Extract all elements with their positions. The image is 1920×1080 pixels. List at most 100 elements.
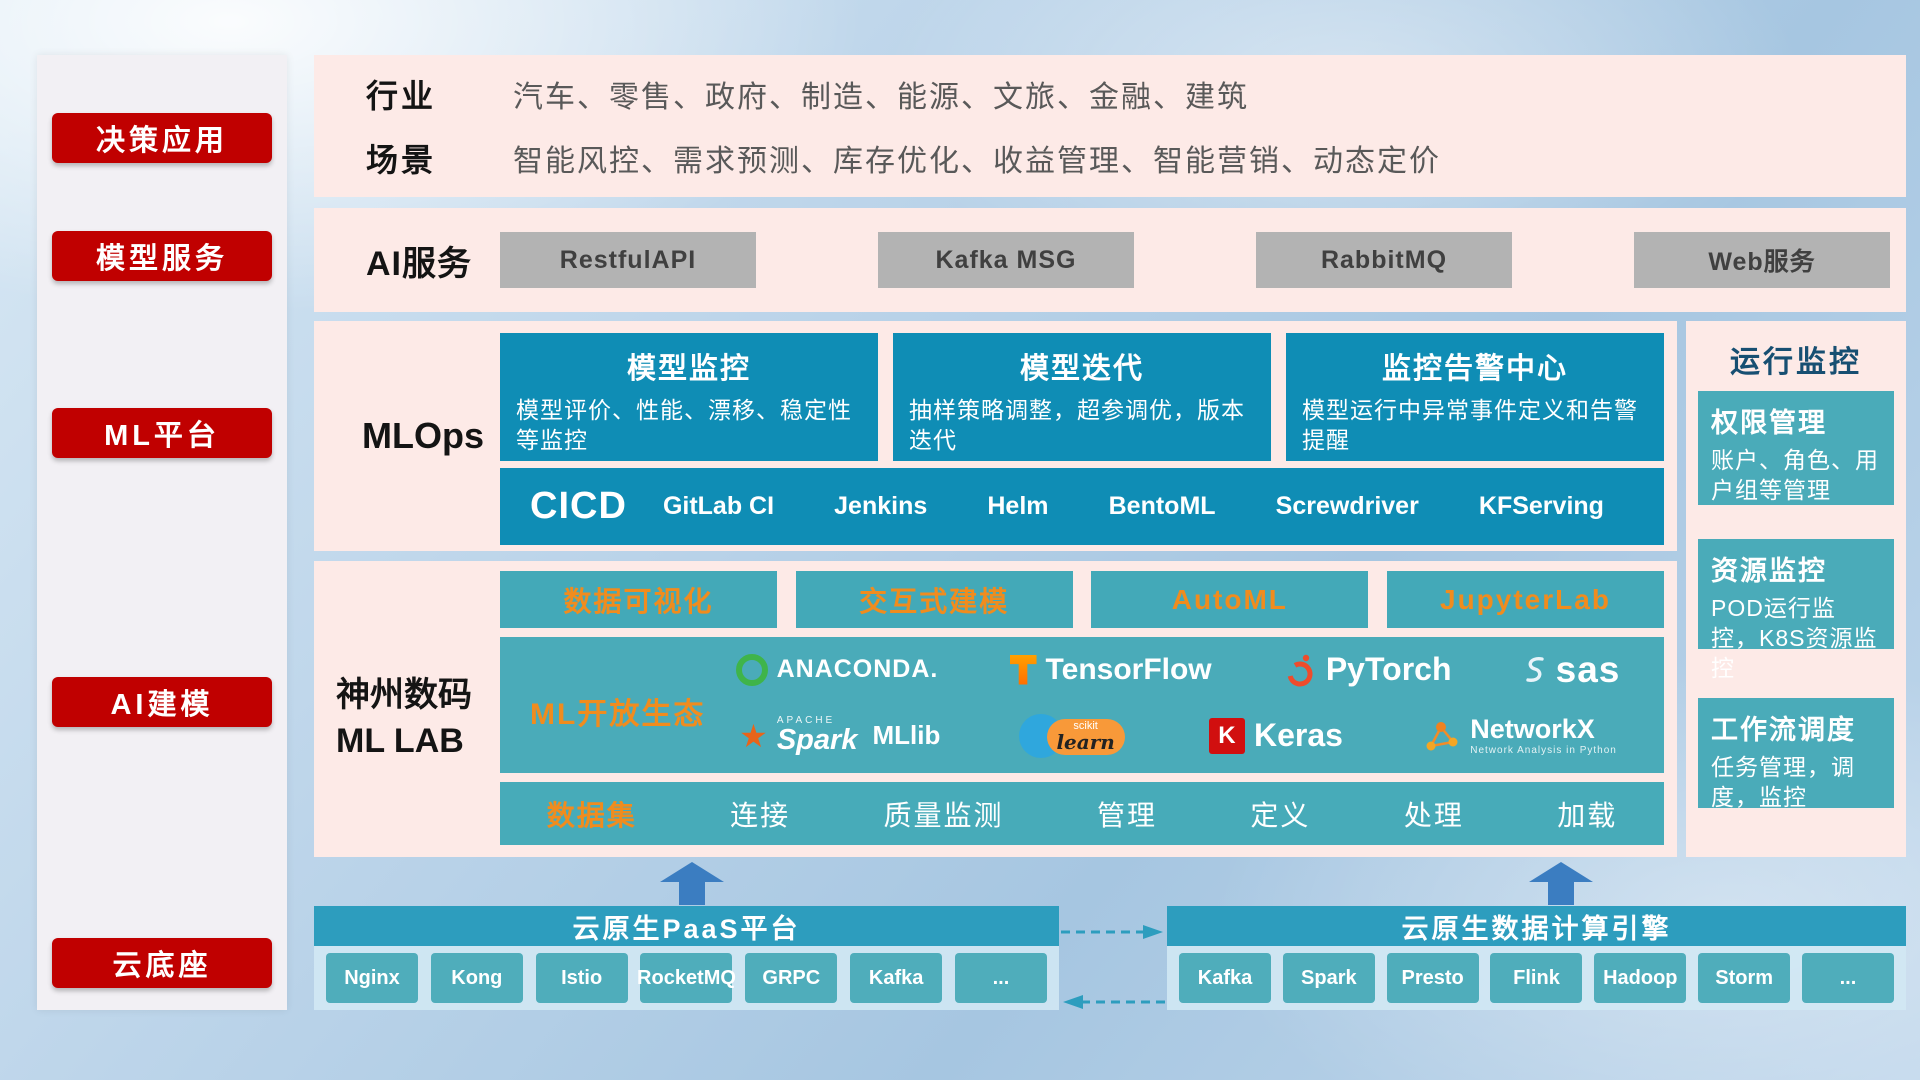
- dataset-item-define: 定义: [1250, 799, 1311, 831]
- runtime-monitor-panel: 运行监控 权限管理 账户、角色、用户组等管理 资源监控 POD运行监控，K8S资…: [1686, 321, 1906, 857]
- pytorch-logo: PyTorch: [1283, 651, 1452, 688]
- model-iteration-desc: 抽样策略调整，超参调优，版本迭代: [909, 397, 1245, 454]
- tensorflow-logo: TensorFlow: [1009, 652, 1212, 687]
- cicd-item-kfserving: KFServing: [1478, 492, 1604, 520]
- data-engine-title: 云原生数据计算引擎: [1401, 913, 1672, 944]
- workflow-card: 工作流调度 任务管理，调度，监控: [1698, 698, 1894, 810]
- dataset-item-quality: 质量监测: [883, 799, 1004, 831]
- up-arrow-right-stem: [1548, 882, 1574, 905]
- engine-chip-row: Kafka Spark Presto Flink Hadoop Storm ..…: [1167, 946, 1906, 1010]
- paas-chip-rocketmq: RocketMQ: [637, 953, 736, 1003]
- logo-grid: ANACONDA. TensorFlow PyTorch: [700, 639, 1656, 771]
- spark-wordmark: APACHE Spark: [777, 716, 858, 755]
- dataset-item-load: 加载: [1557, 799, 1618, 831]
- engine-chip-hadoop: Hadoop: [1594, 953, 1687, 1003]
- dashed-arrow-left-head: [1063, 995, 1083, 1009]
- sas-text: sas: [1555, 648, 1621, 690]
- cicd-item-helm: Helm: [987, 492, 1049, 520]
- cicd-bar: CICD GitLab CI Jenkins Helm BentoML Scre…: [500, 468, 1664, 545]
- logo-row-1: ANACONDA. TensorFlow PyTorch: [700, 649, 1656, 691]
- data-viz-chip: 数据可视化: [500, 571, 777, 628]
- ml-ecosystem-label: ML开放生态: [530, 698, 706, 731]
- dataset-bar: 数据集 连接 质量监测 管理 定义 处理 加载: [500, 782, 1664, 845]
- mlops-card-row: 模型监控 模型评价、性能、漂移、稳定性等监控 模型迭代 抽样策略调整，超参调优，…: [500, 333, 1664, 461]
- paas-chip-grpc: GRPC: [745, 953, 838, 1003]
- keras-logo: K Keras: [1208, 717, 1343, 754]
- workflow-desc: 任务管理，调度，监控: [1711, 754, 1855, 810]
- tensorflow-text: TensorFlow: [1045, 652, 1212, 686]
- industry-line: 行业 汽车、零售、政府、制造、能源、文旅、金融、建筑: [314, 71, 1906, 117]
- permission-card: 权限管理 账户、角色、用户组等管理: [1698, 391, 1894, 505]
- sas-logo: sas: [1523, 649, 1621, 691]
- keras-icon: K: [1208, 717, 1245, 754]
- sidebar-item-cloud-base: 云底座: [52, 938, 272, 988]
- ml-ecosystem-box: ML开放生态 ANACONDA. TensorFlow: [500, 637, 1664, 773]
- spark-mllib-logo: ★ APACHE Spark MLlib: [739, 716, 940, 755]
- dataset-item-connect: 连接: [730, 799, 791, 831]
- resource-monitor-desc: POD运行监控，K8S资源监控: [1711, 595, 1878, 681]
- pytorch-text: PyTorch: [1325, 651, 1452, 687]
- dataset-label: 数据集: [546, 799, 637, 831]
- networkx-icon: [1426, 721, 1458, 750]
- scene-label: 场景: [366, 142, 437, 178]
- spark-star-icon: ★: [739, 717, 768, 754]
- dataset-item-manage: 管理: [1096, 799, 1157, 831]
- jupyterlab-chip: JupyterLab: [1386, 571, 1664, 628]
- mllab-title-line2: ML LAB: [336, 721, 464, 760]
- mlops-label: MLOps: [362, 415, 484, 456]
- ai-service-chip-row: RestfulAPI Kafka MSG RabbitMQ Web服务: [500, 232, 1890, 288]
- up-arrow-left-head: [660, 862, 724, 882]
- resource-monitor-card: 资源监控 POD运行监控，K8S资源监控: [1698, 539, 1894, 681]
- paas-chip-more: ...: [954, 953, 1047, 1003]
- model-monitor-card: 模型监控 模型评价、性能、漂移、稳定性等监控: [500, 333, 878, 461]
- cicd-label: CICD: [530, 485, 627, 527]
- up-arrow-right: [1529, 862, 1593, 905]
- scikit-learn-logo: scikit learn: [1018, 710, 1131, 762]
- engine-chip-flink: Flink: [1490, 953, 1583, 1003]
- paas-chip-kong: Kong: [430, 953, 523, 1003]
- model-iteration-card: 模型迭代 抽样策略调整，超参调优，版本迭代: [893, 333, 1271, 461]
- engine-chip-presto: Presto: [1386, 953, 1479, 1003]
- scikit-text: scikit: [1073, 720, 1098, 732]
- model-monitor-desc: 模型评价、性能、漂移、稳定性等监控: [516, 397, 852, 454]
- permission-desc: 账户、角色、用户组等管理: [1711, 447, 1879, 503]
- paas-chip-row: Nginx Kong Istio RocketMQ GRPC Kafka ...: [314, 946, 1059, 1010]
- cicd-item-screwdriver: Screwdriver: [1275, 492, 1419, 520]
- tensorflow-icon: [1009, 654, 1037, 685]
- networkx-logo: NetworkX Network Analysis in Python: [1421, 714, 1617, 756]
- cicd-item-jenkins: Jenkins: [834, 492, 928, 520]
- dataset-item-process: 处理: [1403, 799, 1464, 831]
- mllab-panel: 神州数码 ML LAB 数据可视化 交互式建模 AutoML JupyterLa…: [314, 561, 1677, 857]
- up-arrow-right-head: [1529, 862, 1593, 882]
- alert-center-card: 监控告警中心 模型运行中异常事件定义和告警提醒: [1286, 333, 1664, 461]
- spark-text: Spark: [776, 724, 858, 756]
- anaconda-icon: [735, 653, 768, 686]
- learn-text: learn: [1056, 730, 1115, 754]
- networkx-text: NetworkX: [1470, 714, 1595, 745]
- paas-chip-nginx: Nginx: [326, 953, 418, 1003]
- apache-text: APACHE: [776, 715, 836, 726]
- paas-chip-kafka: Kafka: [850, 953, 943, 1003]
- dashed-arrow-right-head: [1143, 925, 1163, 939]
- ai-service-label: AI服务: [366, 244, 472, 283]
- paas-bar: 云原生PaaS平台: [314, 906, 1059, 946]
- ai-service-chip-web: Web服务: [1634, 232, 1890, 288]
- mllab-tool-row: 数据可视化 交互式建模 AutoML JupyterLab: [500, 571, 1664, 628]
- cicd-item-gitlab: GitLab CI: [662, 492, 775, 520]
- ai-service-chip-kafka-msg: Kafka MSG: [878, 232, 1134, 288]
- model-iteration-title: 模型迭代: [1019, 353, 1144, 385]
- model-monitor-title: 模型监控: [626, 353, 751, 385]
- networkx-wordmark: NetworkX Network Analysis in Python: [1470, 714, 1617, 755]
- sas-icon: [1525, 656, 1544, 682]
- up-arrow-left: [660, 862, 724, 905]
- engine-chip-kafka: Kafka: [1179, 953, 1271, 1003]
- keras-text: Keras: [1253, 717, 1343, 753]
- scene-line: 场景 智能风控、需求预测、库存优化、收益管理、智能营销、动态定价: [314, 135, 1906, 181]
- anaconda-text: ANACONDA.: [776, 655, 939, 683]
- workflow-title: 工作流调度: [1711, 715, 1856, 745]
- sidebar-item-ai-modeling: AI建模: [52, 677, 272, 727]
- mllib-text: MLlib: [872, 720, 941, 750]
- data-engine-bar: 云原生数据计算引擎: [1167, 906, 1906, 946]
- logo-row-2: ★ APACHE Spark MLlib scikit learn: [700, 710, 1656, 762]
- ai-service-chip-restfulapi: RestfulAPI: [500, 232, 756, 288]
